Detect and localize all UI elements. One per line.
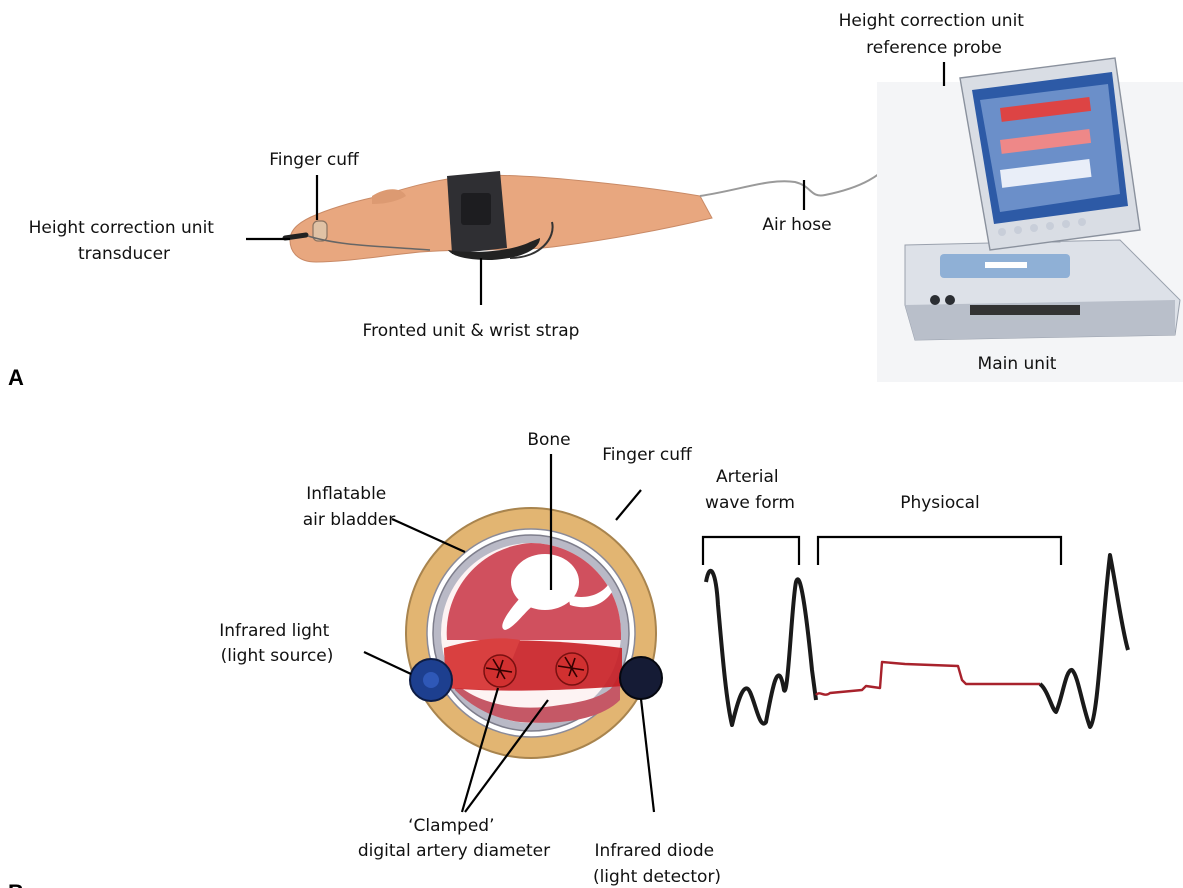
physiocal-trace xyxy=(816,662,1040,695)
air-hose-label: Air hose xyxy=(762,215,831,235)
finger-cuff-label-a: Finger cuff xyxy=(269,150,360,170)
clamped-label: ‘Clamped’ digital artery diameter xyxy=(358,816,550,861)
frontend-label: Fronted unit & wrist strap xyxy=(363,321,580,341)
infrared-diode-detector xyxy=(620,657,662,699)
bladder-label-line1: Inflatable xyxy=(306,484,386,504)
bone-label: Bone xyxy=(527,430,570,450)
ir-light-label-line1: Infrared light xyxy=(219,621,329,641)
ir-light-label: Infrared light (light source) xyxy=(219,621,335,666)
diode-label-line2: (light detector) xyxy=(593,867,721,887)
bladder-label-line2: air bladder xyxy=(303,510,396,530)
digital-artery xyxy=(484,655,516,687)
panel-a: Main unit Finger cuff Height correction … xyxy=(8,11,1183,390)
transducer-label: Height correction unit transducer xyxy=(29,218,220,264)
probe-label: Height correction unit reference probe xyxy=(839,11,1030,58)
main-unit-label: Main unit xyxy=(978,354,1057,374)
panel-b-letter: B xyxy=(8,880,24,888)
arterial-label-line1: Arterial xyxy=(716,467,779,487)
post-physiocal-waveform xyxy=(1040,555,1128,727)
diode-label-line1: Infrared diode xyxy=(594,841,714,861)
arterial-label-line2: wave form xyxy=(705,493,795,513)
panel-a-letter: A xyxy=(8,365,24,390)
probe-label-line1: Height correction unit xyxy=(839,11,1025,31)
digital-artery xyxy=(556,653,588,685)
diode-label: Infrared diode (light detector) xyxy=(593,841,721,887)
transducer-label-line2: transducer xyxy=(78,244,170,264)
probe-label-line2: reference probe xyxy=(866,38,1002,58)
arterial-label: Arterial wave form xyxy=(705,467,795,513)
ir-light-label-line2: (light source) xyxy=(221,646,334,666)
clamped-label-line2: digital artery diameter xyxy=(358,841,550,861)
finger-cuff-label-b: Finger cuff xyxy=(602,445,693,465)
panel-b: Bone Finger cuff Inflatable air bladder … xyxy=(8,430,1128,888)
arterial-waveform xyxy=(706,571,816,725)
clamped-label-line1: ‘Clamped’ xyxy=(408,816,494,836)
main-unit-illustration: Main unit xyxy=(877,58,1183,382)
bladder-label: Inflatable air bladder xyxy=(303,484,396,530)
forearm-illustration xyxy=(285,136,913,262)
physiocal-label: Physiocal xyxy=(900,493,980,513)
transducer-label-line1: Height correction unit xyxy=(29,218,215,238)
